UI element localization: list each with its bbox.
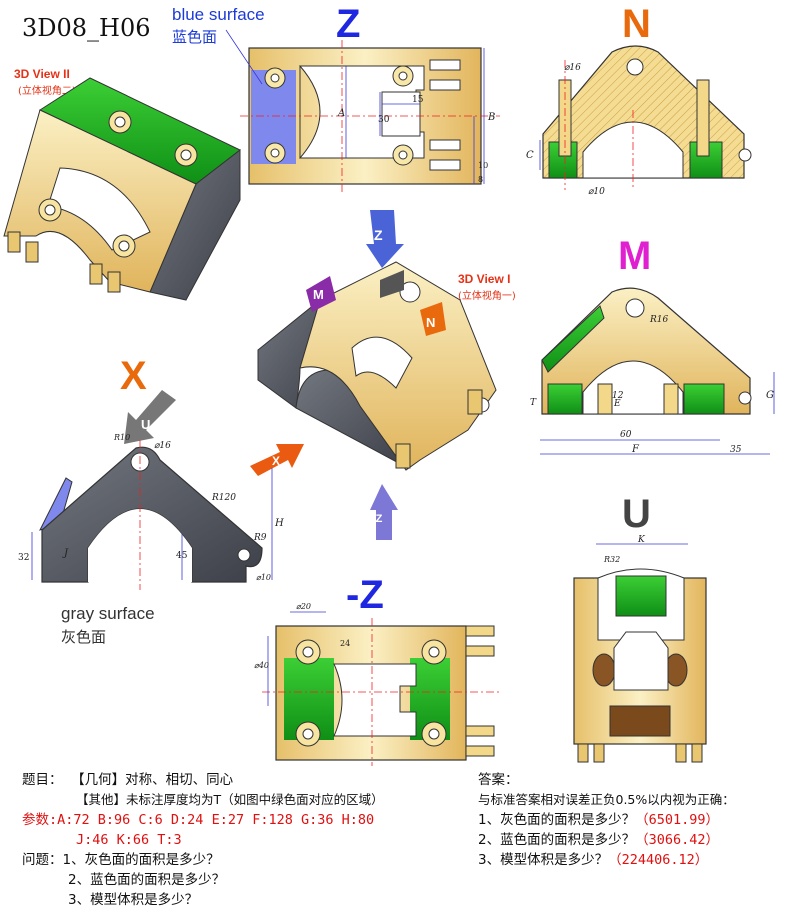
dim-x-r10: R10 — [113, 433, 130, 442]
z-view — [225, 29, 500, 192]
dim-r9: R9 — [253, 533, 267, 543]
problem-block: 题目： 【几何】对称、相切、同心 【其他】未标注厚度均为T（如图中绿色面对应的区… — [22, 770, 462, 910]
answer-1-value: （6501.99） — [635, 812, 719, 828]
answer-2-text: 2、蓝色面的面积是多少？ — [478, 832, 636, 848]
view-title-m: M — [618, 234, 652, 278]
view-title-u: U — [622, 492, 651, 536]
dim-d20: ⌀20 — [296, 602, 311, 611]
dim-u-r32: R32 — [603, 555, 620, 564]
arrow-z-label: Z — [374, 227, 383, 243]
problem-other: 【其他】未标注厚度均为T（如图中绿色面对应的区域） — [76, 792, 384, 807]
arrow-neg-z-label: -Z — [372, 513, 383, 525]
dim-r16: R16 — [649, 315, 669, 325]
dim-24: 24 — [340, 639, 350, 648]
dim-r120: R120 — [211, 493, 236, 503]
neg-z-view — [262, 611, 500, 766]
arrow-n-label: N — [426, 315, 435, 330]
dim-12: 12 — [612, 391, 624, 401]
answer-2-value: （3066.42） — [635, 832, 719, 848]
view-title-z: Z — [336, 2, 361, 46]
dim-g: G — [766, 390, 774, 401]
view1-label: 3D View I — [458, 272, 511, 286]
arrow-m-label: M — [313, 287, 324, 302]
n-view — [539, 45, 752, 190]
dim-b: B — [487, 112, 495, 123]
answer-3-value: （224406.12） — [608, 852, 709, 868]
params-label: 参数: — [22, 812, 58, 828]
blue-surface-label: blue surface — [172, 5, 265, 24]
dim-8: 8 — [478, 175, 483, 184]
blue-surface-label-cn: 蓝色面 — [172, 28, 218, 46]
problem-geometry: 【几何】对称、相切、同心 — [71, 772, 234, 788]
dim-e: E — [613, 399, 621, 409]
u-view — [573, 543, 707, 763]
m-view — [540, 287, 775, 455]
dim-n-d10: ⌀10 — [588, 187, 605, 197]
dim-10: 10 — [478, 161, 488, 170]
arrow-x-label: X — [272, 454, 280, 468]
dim-15: 15 — [412, 95, 424, 105]
view-title-n: N — [622, 2, 651, 46]
dim-60: 60 — [620, 430, 632, 440]
dim-x-d10: ⌀10 — [256, 573, 271, 582]
question-1: 1、灰色面的面积是多少？ — [62, 852, 220, 868]
arrow-neg-z-icon — [370, 484, 398, 540]
dim-n-d16: ⌀16 — [564, 63, 581, 73]
dim-35: 35 — [730, 445, 742, 455]
arrow-u-icon — [124, 390, 176, 444]
page-title: 3D08_H06 — [22, 14, 151, 42]
question-3: 3、模型体积是多少？ — [68, 892, 199, 908]
dim-c: C — [526, 150, 534, 161]
params-line1: A:72 B:96 C:6 D:24 E:27 F:128 G:36 H:80 — [57, 812, 375, 828]
answer-1-text: 1、灰色面的面积是多少？ — [478, 812, 636, 828]
view2-label-cn: (立体视角二) — [18, 86, 76, 97]
dim-x-d16: ⌀16 — [154, 441, 171, 451]
problem-label: 题目： — [22, 772, 63, 788]
answer-label: 答案： — [478, 772, 519, 788]
view2-model — [3, 77, 241, 301]
dim-f: F — [631, 444, 640, 455]
dim-32: 32 — [18, 553, 29, 563]
question-2: 2、蓝色面的面积是多少？ — [68, 872, 226, 888]
answer-note: 与标准答案相对误差正负0.5%以内视为正确： — [478, 792, 735, 807]
arrow-u-label: U — [141, 417, 150, 432]
gray-surface-label: gray surface — [61, 604, 155, 623]
x-view — [31, 440, 273, 590]
view1-model — [257, 261, 497, 471]
dim-h: H — [274, 518, 284, 529]
dim-30: 30 — [378, 115, 390, 125]
dim-j: J — [62, 548, 69, 559]
answer-3-text: 3、模型体积是多少？ — [478, 852, 609, 868]
view2-label: 3D View II — [14, 67, 70, 81]
dim-k: K — [637, 535, 646, 545]
question-label: 问题： — [22, 852, 63, 868]
dim-t: T — [530, 398, 537, 408]
dim-d40: ⌀40 — [254, 661, 269, 670]
params-line2: J:46 K:66 T:3 — [76, 832, 182, 848]
dim-45: 45 — [176, 551, 188, 561]
view-title-x: X — [120, 354, 147, 398]
answer-block: 答案： 与标准答案相对误差正负0.5%以内视为正确： 1、灰色面的面积是多少？（… — [478, 770, 788, 870]
view1-label-cn: (立体视角一) — [458, 291, 516, 302]
arrow-x-icon — [250, 444, 304, 476]
view-title-neg-z: -Z — [346, 573, 384, 617]
gray-surface-label-cn: 灰色面 — [61, 628, 107, 646]
dim-a: A — [337, 108, 345, 119]
arrow-z-icon — [366, 210, 404, 268]
